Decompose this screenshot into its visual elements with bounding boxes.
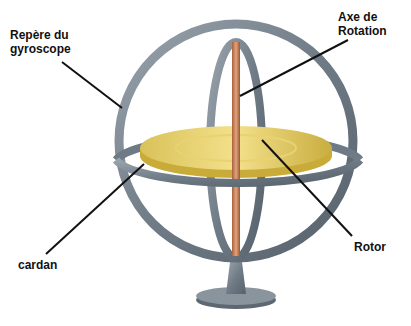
leader-lines [46, 40, 352, 254]
part-label: Repère du gyroscope [10, 28, 102, 56]
part-label: cardan [18, 258, 88, 272]
part-label: Rotor [354, 240, 406, 254]
frame-ring [119, 24, 353, 258]
part-label: Axe de Rotation [338, 10, 406, 38]
stand [196, 262, 276, 309]
rotation-axis [232, 42, 240, 256]
cardan-front [116, 160, 360, 183]
